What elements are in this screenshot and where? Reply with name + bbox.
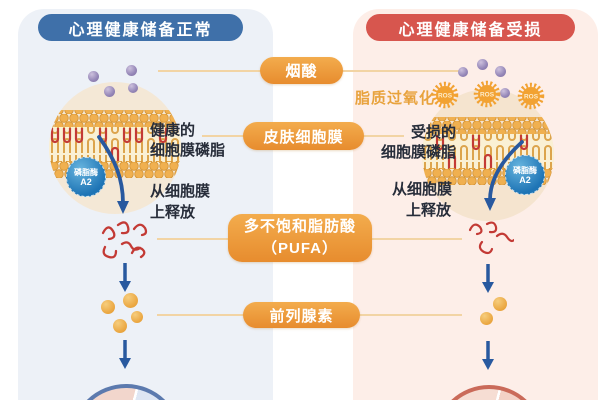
connector-niacin-left [158,70,262,72]
niacin-molecule-icon [104,86,115,97]
arrow-down-icon [482,341,494,370]
prostaglandin-dot-icon [113,319,127,333]
ros-label: ROS [480,92,495,99]
prostaglandin-dot-icon [123,293,138,308]
right-title-label: 心理健康储备受损 [398,21,543,39]
arrow-down-icon [482,264,494,293]
niacin-pill: 烟酸 [260,57,343,84]
niacin-molecule-icon [500,88,510,98]
right-title-badge: 心理健康储备受损 [366,14,575,41]
niacin-molecule-icon [88,71,99,82]
prostaglandin-dot-icon [480,312,493,325]
enzyme-sub-label: A2 [519,175,531,185]
right-membrane-state-line1: 受损的 [410,124,456,141]
left-release-text: 从细胞膜 上释放 [150,181,210,223]
phospholipase-a2-badge: 磷脂酶 A2 [505,155,545,195]
niacin-label: 烟酸 [285,63,318,80]
arrow-down-icon [119,263,131,292]
prostaglandin-pill: 前列腺素 [243,302,360,328]
prostaglandin-dot-icon [101,300,115,314]
niacin-molecule-icon [477,59,488,70]
enzyme-sub-label: A2 [80,177,92,187]
right-release-line1: 从细胞膜 [392,181,453,198]
connector-pufa-left [157,238,230,240]
niacin-molecule-icon [495,66,506,77]
connector-membrane-left [202,135,245,137]
ros-icon: ROS [473,80,501,108]
prostaglandin-dot-icon [131,311,143,323]
right-membrane-state-line2: 细胞膜磷脂 [380,144,456,161]
pufa-pill: 多不饱和脂肪酸 （PUFA） [228,214,372,262]
connector-pufa-right [370,238,462,240]
left-title-label: 心理健康储备正常 [68,21,213,39]
phospholipase-a2-badge: 磷脂酶 A2 [66,157,106,197]
arrow-down-icon [119,340,131,369]
skin-membrane-label: 皮肤细胞膜 [263,128,344,146]
left-membrane-state-text: 健康的 细胞膜磷脂 [150,121,225,161]
niacin-molecule-icon [458,67,468,77]
damaged-cell-membrane-icon [422,89,554,221]
ros-icon: ROS [431,81,459,109]
left-release-line2: 上释放 [150,204,196,221]
right-membrane-state-text: 受损的 细胞膜磷脂 [371,123,456,163]
prostaglandin-label: 前列腺素 [269,307,334,325]
enzyme-name-label: 磷脂酶 [513,166,537,175]
pufa-label-line1: 多不饱和脂肪酸 [243,218,356,235]
release-curved-arrow-icon [97,135,129,214]
release-curved-arrow-icon [484,140,524,211]
niacin-molecule-icon [128,83,138,93]
skin-membrane-pill: 皮肤细胞膜 [243,122,364,150]
lipid-peroxidation-label: 脂质过氧化 [355,90,436,107]
ros-icon: ROS [517,82,545,110]
connector-prostaglandin-left [157,314,245,316]
niacin-molecule-icon [126,65,137,76]
ros-label: ROS [524,94,539,101]
connector-niacin-right [341,70,467,72]
left-membrane-state-line1: 健康的 [150,122,196,139]
connector-membrane-right [361,135,404,137]
right-release-line2: 上释放 [406,202,452,219]
pufa-molecules-icon [468,221,514,255]
left-title-badge: 心理健康储备正常 [38,14,243,41]
pufa-molecules-icon [101,221,148,259]
right-release-text: 从细胞膜 上释放 [392,179,452,221]
left-membrane-state-line2: 细胞膜磷脂 [150,142,226,159]
ros-label: ROS [438,93,453,100]
pufa-label-line2: （PUFA） [261,240,338,257]
left-release-line1: 从细胞膜 [150,183,211,200]
prostaglandin-dot-icon [493,297,507,311]
connector-prostaglandin-right [358,314,462,316]
enzyme-name-label: 磷脂酶 [74,168,98,177]
